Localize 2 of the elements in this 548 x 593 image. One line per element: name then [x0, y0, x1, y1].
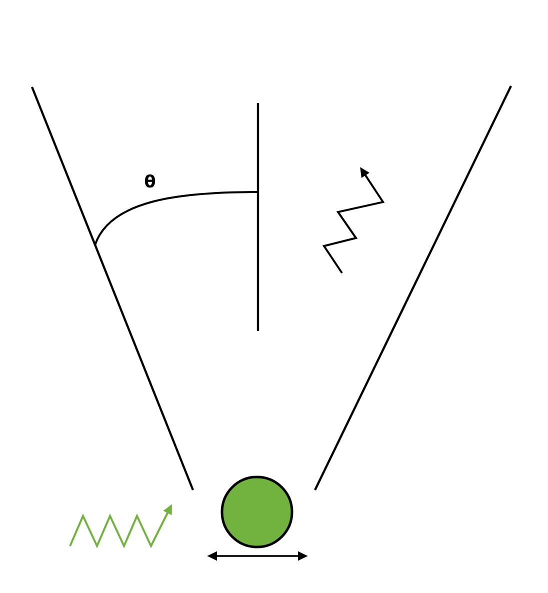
angle-label: θ [144, 174, 156, 188]
molecule-circle [220, 476, 294, 548]
